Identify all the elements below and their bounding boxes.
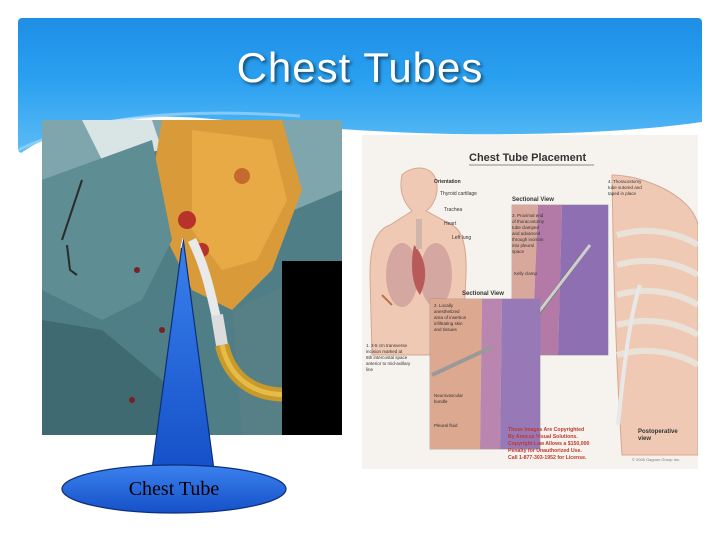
postoperative-label: view <box>638 436 651 442</box>
step3-line: into pleural <box>512 243 534 248</box>
step3-line: space <box>512 249 525 254</box>
step3-line: through incision <box>512 237 544 242</box>
step2-line: and tissues <box>434 327 458 332</box>
trachea-label: Trachea <box>444 207 462 213</box>
orientation-label: Orientation <box>434 179 461 185</box>
pleural-fluid-label: Pleural fluid <box>434 423 458 428</box>
step3-line: 3. Proximal end <box>512 213 544 218</box>
kelly-clamp-label: Kelly clamp <box>514 271 538 276</box>
sectional-view-label-2: Sectional View <box>462 291 504 297</box>
step1-line: 1. 3-5 cm transverse <box>366 343 408 348</box>
sectional-view-label-1: Sectional View <box>512 197 554 203</box>
step4-line: 4. Thoracostomy <box>608 179 642 184</box>
slide-title: Chest Tubes <box>236 44 484 91</box>
copyright-line: These Images Are Copyrighted <box>508 427 584 433</box>
thyroid-label: Thyroid cartilage <box>440 191 477 197</box>
copyright-line: By Amicus Visual Solutions. <box>508 434 578 440</box>
step2-line: area of insertion <box>434 315 467 320</box>
step2-line: infiltrating skin <box>434 321 463 326</box>
callout-label: Chest Tube <box>128 478 220 500</box>
copyright-line: Call 1-877-303-1952 for License. <box>508 455 587 461</box>
copyright-line: Copyright Law Allows a $150,000 <box>508 441 590 447</box>
left-lung-label: Left lung <box>452 235 471 241</box>
step2-line: 2. Locally <box>434 303 454 308</box>
step2-line: anesthetized <box>434 309 460 314</box>
step4-line: taped in place <box>608 191 637 196</box>
step3-line: of thoracostomy <box>512 219 545 224</box>
copyright-line: Penalty for Unauthorized Use. <box>508 448 582 454</box>
step1-line: 5th intercostal space <box>366 355 408 360</box>
step1-line: anterior to mid-axillary <box>366 361 411 366</box>
chest-tube-placement-diagram: Chest Tube Placement Orientation Thyroid… <box>362 135 698 469</box>
diagram-title: Chest Tube Placement <box>469 152 586 164</box>
step1-line: line <box>366 367 374 372</box>
step3-line: and advanced <box>512 231 541 236</box>
neurovascular-label: bundle <box>434 399 448 404</box>
neurovascular-label: Neurovascular <box>434 393 464 398</box>
redaction-box <box>282 261 342 435</box>
step4-line: tube sutured and <box>608 185 642 190</box>
credit-text: © 2005 Gagnon Group Inc. <box>632 457 680 462</box>
heart-label: Heart <box>444 221 457 227</box>
step1-line: incision marked at <box>366 349 403 354</box>
step3-line: tube clamped <box>512 225 540 230</box>
postoperative-label: Postoperative <box>638 429 678 435</box>
